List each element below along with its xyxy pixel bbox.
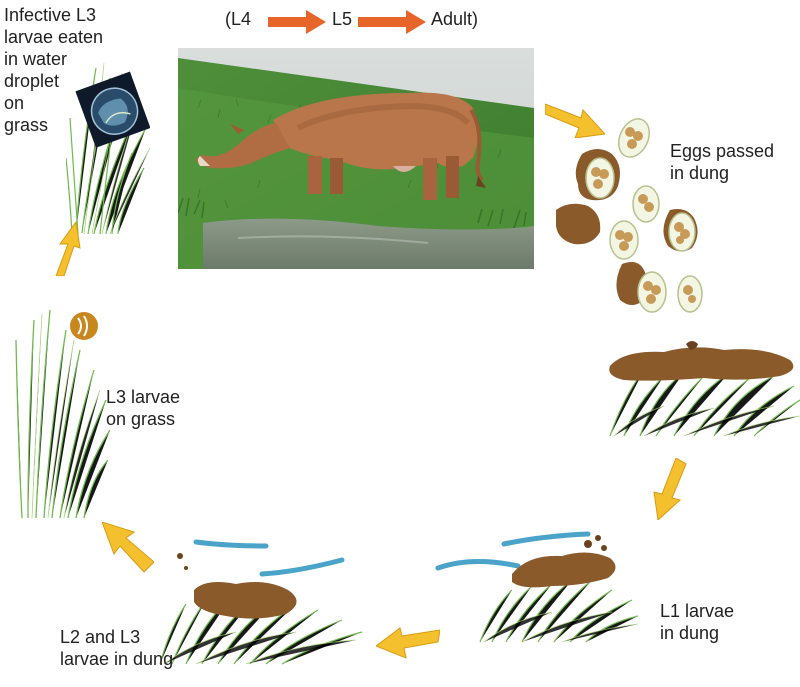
l2-l3-larvae-label: L2 and L3 larvae in dung — [60, 626, 173, 670]
dung-pat-on-grass — [609, 341, 800, 437]
larva — [501, 531, 591, 547]
infective-line-4: droplet — [4, 71, 60, 91]
cycle-arrow-icon — [653, 458, 687, 520]
water-droplet-icon — [75, 71, 150, 148]
right-arrow-icon — [268, 10, 326, 34]
larva-droplet-icon — [70, 312, 98, 340]
larva — [193, 539, 269, 549]
l2-l3-line-2: larvae in dung — [60, 649, 174, 669]
cycle-arrow-icon — [55, 222, 81, 276]
stage-l4-label: (L4 — [225, 9, 252, 29]
larva — [435, 559, 521, 571]
cycle-arrow-icon — [376, 627, 440, 659]
infective-line-6: grass — [4, 115, 49, 135]
l1-line-1: L1 larvae — [660, 601, 735, 621]
cow-grazing-photo — [178, 48, 534, 269]
infective-line-1: Infective L3 — [4, 5, 97, 25]
infective-line-2: larvae eaten — [4, 27, 104, 47]
l3-grass-line-2: on grass — [106, 409, 176, 429]
l3-on-grass-label: L3 larvae on grass — [106, 386, 180, 430]
cycle-arrow-icon — [545, 103, 605, 138]
grass-clump-with-droplet — [66, 62, 150, 235]
l2-l3-dung-on-grass — [159, 539, 363, 665]
l3-grass-clump — [15, 309, 110, 519]
larva — [259, 557, 345, 577]
stage-adult-label: Adult) — [431, 9, 479, 29]
infective-l3-label: Infective L3 larvae eaten in water dropl… — [4, 4, 103, 136]
l3-grass-line-1: L3 larvae — [106, 387, 181, 407]
l1-larvae-label: L1 larvae in dung — [660, 600, 734, 644]
eggs-line-1: Eggs passed — [670, 141, 775, 161]
infective-line-5: on — [4, 93, 25, 113]
right-arrow-icon — [358, 10, 426, 34]
stage-l5-label: L5 — [332, 9, 353, 29]
eggs-cluster — [556, 118, 703, 313]
eggs-passed-label: Eggs passed in dung — [670, 140, 774, 184]
infective-line-3: in water — [4, 49, 68, 69]
l1-line-2: in dung — [660, 623, 720, 643]
cycle-arrow-icon — [102, 522, 154, 573]
l1-dung-on-grass — [435, 531, 638, 643]
eggs-line-2: in dung — [670, 163, 730, 183]
l2-l3-line-1: L2 and L3 — [60, 627, 141, 647]
